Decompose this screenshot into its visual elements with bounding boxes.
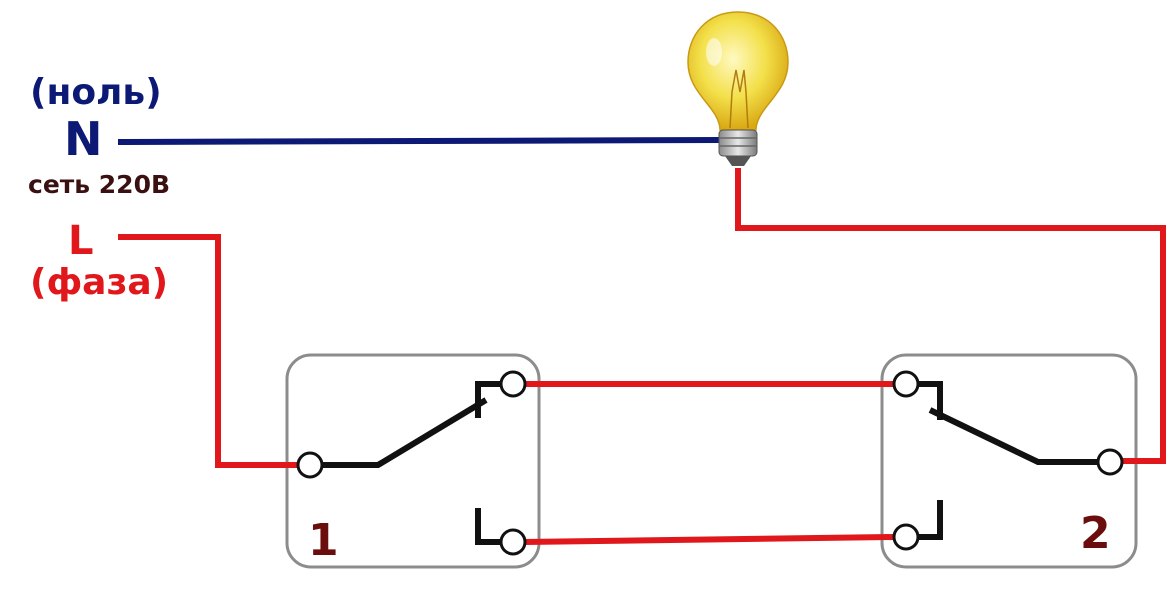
switch-1-common-lever	[322, 397, 488, 468]
neutral-wire	[117, 137, 723, 145]
switch-2-common-terminal	[1096, 448, 1124, 476]
light-bulb-icon	[687, 11, 789, 166]
phase-letter: L	[68, 218, 94, 264]
switch-1-bottom-terminal	[499, 528, 527, 556]
neutral-letter: N	[64, 112, 103, 166]
phase-wire-lamp	[735, 168, 1166, 464]
network-voltage-label: сеть 220В	[28, 170, 171, 199]
switch-2-top-terminal	[892, 370, 920, 398]
switch-1-bottom-contact	[475, 508, 500, 545]
traveler-wire-bottom	[523, 534, 895, 545]
neutral-label: (ноль)	[30, 72, 162, 113]
switch-1-top-terminal	[499, 370, 527, 398]
switch-2-top-contact	[918, 381, 943, 420]
switch-2-bottom-contact	[918, 500, 943, 540]
switch-2-bottom-terminal	[892, 523, 920, 551]
switch-2-number: 2	[1080, 508, 1111, 559]
phase-wire-input	[118, 234, 298, 468]
switch-1-top-contact	[475, 381, 500, 418]
switch-1-common-terminal	[296, 451, 324, 479]
phase-label: (фаза)	[30, 262, 169, 303]
switch-2-common-lever	[928, 407, 1098, 465]
switch-1-number: 1	[308, 515, 339, 566]
